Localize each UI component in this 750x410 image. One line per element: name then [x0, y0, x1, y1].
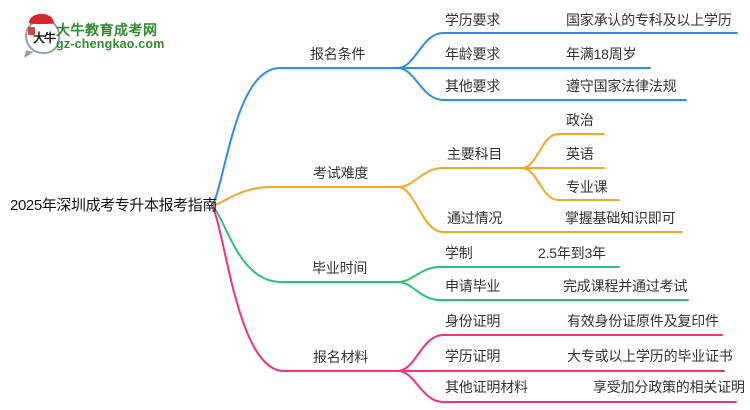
branch-lines-registration-materials	[211, 205, 737, 403]
site-logo: 大牛 大牛教育成考网 gz-chengkao.com	[24, 14, 224, 62]
topic-graduation-time: 毕业时间	[312, 260, 368, 276]
leaf-subject-politics: 政治	[566, 112, 594, 128]
line-study-duration	[397, 266, 620, 283]
topic-exam-difficulty: 考试难度	[313, 165, 369, 181]
value-age-requirement: 年满18周岁	[566, 46, 637, 62]
line-subject-politics	[521, 133, 605, 169]
value-other-requirement: 遵守国家法律法规	[566, 78, 677, 94]
subtopic-education-requirement: 学历要求	[445, 12, 501, 28]
logo-characters: 大牛	[33, 31, 56, 45]
leaf-subject-english: 英语	[566, 146, 594, 162]
topic-registration-conditions: 报名条件	[310, 46, 366, 62]
branch-lines-exam-difficulty	[211, 133, 683, 233]
line-graduation-main	[211, 205, 399, 283]
site-name: 大牛教育成考网	[56, 22, 158, 38]
line-other-proof	[397, 370, 737, 403]
speech-bubble-shape: 大牛	[25, 19, 60, 54]
logo-red-seal-icon	[28, 27, 35, 35]
subtopic-study-duration: 学制	[445, 245, 473, 261]
value-other-proof: 享受加分政策的相关证明	[593, 379, 745, 395]
subtopic-pass-situation: 通过情况	[447, 210, 503, 226]
line-identity-proof	[397, 334, 723, 372]
subtopic-main-subjects: 主要科目	[447, 146, 503, 162]
line-exam-main	[211, 186, 399, 207]
line-education-requirement	[397, 32, 738, 69]
subtopic-other-proof: 其他证明材料	[445, 379, 528, 395]
value-apply-graduation: 完成课程并通过考试	[563, 278, 688, 294]
subtopic-apply-graduation: 申请毕业	[445, 278, 501, 294]
leaf-subject-major: 专业课	[566, 179, 608, 195]
topic-registration-materials: 报名材料	[313, 349, 369, 365]
subtopic-other-requirement: 其他要求	[445, 78, 501, 94]
value-education-proof: 大专或以上学历的毕业证书	[567, 348, 733, 364]
line-subject-major	[521, 167, 620, 201]
value-education-requirement: 国家承认的专科及以上学历	[566, 12, 732, 28]
line-registration-main	[211, 67, 399, 207]
branch-lines-graduation-time	[211, 205, 689, 301]
subtopic-education-proof: 学历证明	[445, 348, 501, 364]
value-study-duration: 2.5年到3年	[538, 245, 606, 261]
line-pass-situation	[397, 186, 683, 233]
branch-lines-registration-conditions	[211, 32, 738, 207]
line-other-requirement	[397, 67, 687, 101]
logo-bubble-icon: 大牛	[24, 14, 62, 60]
line-main-subjects	[397, 167, 523, 188]
logo-red-arc	[29, 14, 54, 24]
central-topic: 2025年深圳成考专升本报考指南	[10, 197, 217, 214]
value-pass-situation: 掌握基础知识即可	[565, 210, 676, 226]
line-materials-main	[211, 205, 399, 372]
site-url: gz-chengkao.com	[56, 37, 165, 51]
subtopic-age-requirement: 年龄要求	[445, 46, 501, 62]
subtopic-identity-proof: 身份证明	[445, 313, 501, 329]
value-identity-proof: 有效身份证原件及复印件	[567, 313, 719, 329]
line-apply-graduation	[397, 281, 689, 301]
